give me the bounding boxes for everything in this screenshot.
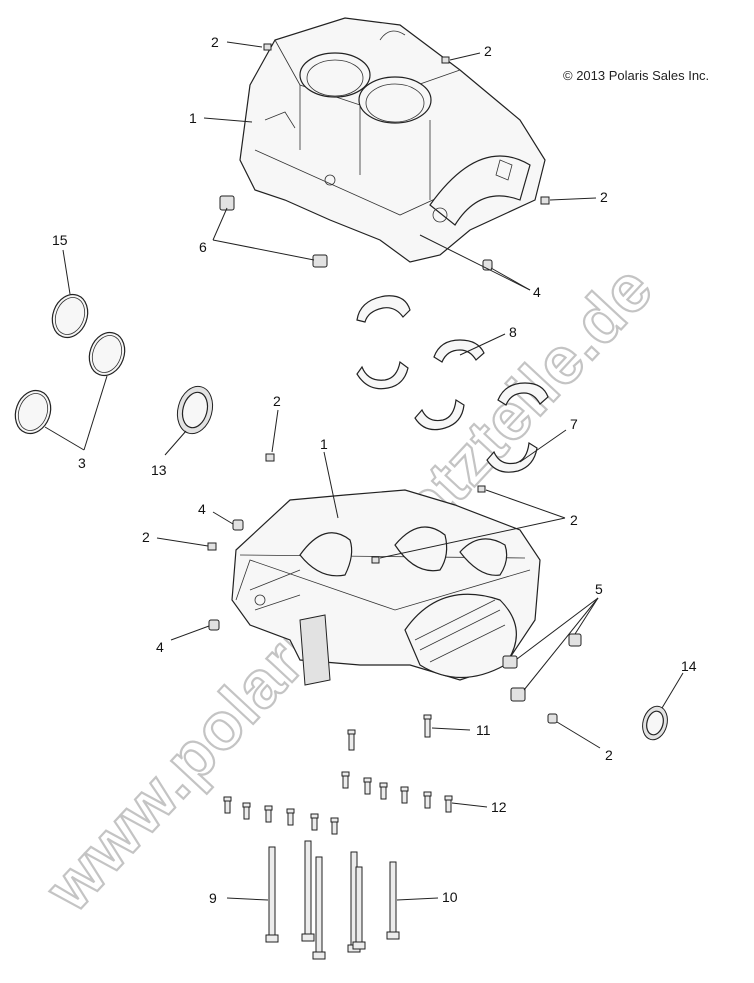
long-bolts-9-10 — [265, 840, 400, 960]
callout-11-bolt: 11 — [476, 722, 491, 738]
callout-10-long-bolts: 10 — [442, 889, 458, 905]
seal-14 — [642, 705, 668, 741]
callout-2-upper-left: 2 — [211, 34, 219, 50]
dowel-pin — [265, 453, 275, 462]
dowel-pin-lower-right — [547, 713, 558, 724]
callout-9-long-bolts: 9 — [209, 890, 217, 906]
o-ring-3-a — [88, 331, 126, 377]
callout-5-plugs: 5 — [595, 581, 603, 597]
callout-7-bearings: 7 — [570, 416, 578, 432]
callout-2-lower-dowels: 2 — [570, 512, 578, 528]
callout-8-bearings: 8 — [509, 324, 517, 340]
lower-crankcase — [231, 489, 541, 686]
thrust-bearing-halves-7 — [486, 382, 549, 473]
leader-lines — [44, 41, 684, 901]
callout-13-seal: 13 — [151, 462, 167, 478]
callout-2-dowel: 2 — [273, 393, 281, 409]
callout-4-upper: 4 — [533, 284, 541, 300]
short-bolts-11-12 — [223, 714, 453, 835]
o-ring-15 — [51, 293, 89, 339]
callout-labels: 2 2 1 2 6 4 15 8 3 13 2 7 1 2 4 2 4 5 14… — [52, 34, 697, 906]
main-bearing-halves-8 — [356, 295, 485, 431]
callout-2-lower-right: 2 — [605, 747, 613, 763]
plug-pair-6 — [219, 195, 328, 268]
callout-4-lower-top: 4 — [198, 501, 206, 517]
callout-2-upper-far-right: 2 — [600, 189, 608, 205]
callout-14-seal: 14 — [681, 658, 697, 674]
plugs-5 — [502, 633, 582, 702]
copyright-text: © 2013 Polaris Sales Inc. — [563, 68, 709, 83]
callout-2-lower-left: 2 — [142, 529, 150, 545]
callout-2-upper-right: 2 — [484, 43, 492, 59]
callout-1-lower-crankcase: 1 — [320, 436, 328, 452]
callout-3-rings: 3 — [78, 455, 86, 471]
callout-15-ring: 15 — [52, 232, 68, 248]
seal-13 — [176, 385, 214, 435]
callout-6-plugs: 6 — [199, 239, 207, 255]
callout-4-lower-bottom: 4 — [156, 639, 164, 655]
lower-dowels-and-plugs — [207, 485, 486, 631]
callout-12-bolts: 12 — [491, 799, 507, 815]
callout-1-upper-crankcase: 1 — [189, 110, 197, 126]
upper-crankcase — [239, 17, 546, 263]
o-ring-3-b — [14, 389, 52, 435]
